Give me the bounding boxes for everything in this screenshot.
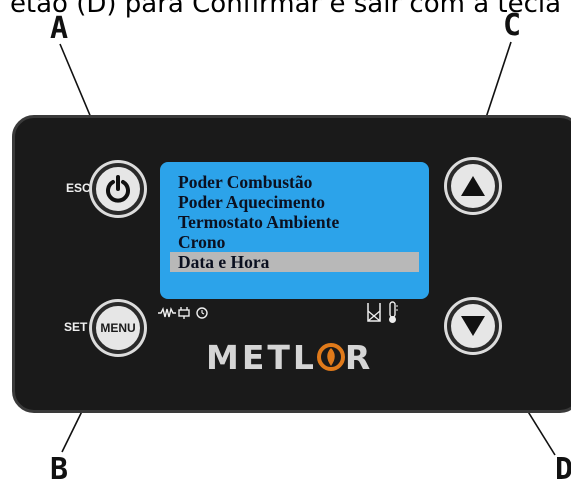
menu-item-termostato-ambiente[interactable]: Termostato Ambiente — [178, 212, 340, 232]
set-label: SET — [64, 320, 88, 334]
menu-item-poder-combustao[interactable]: Poder Combustão — [178, 172, 313, 192]
status-icons-right — [367, 301, 398, 323]
callout-d: D — [555, 452, 571, 487]
callout-a: A — [50, 11, 69, 46]
menu-item-poder-aquecimento[interactable]: Poder Aquecimento — [178, 192, 325, 212]
triangle-down-icon — [461, 316, 485, 336]
metlor-logo: METL R — [206, 338, 373, 377]
instruction-caption: etão (D) para Confirmar e sair com a tec… — [9, 0, 562, 19]
menu-button-label: MENU — [100, 321, 136, 335]
esc-label: ESC — [66, 181, 91, 195]
down-button[interactable] — [447, 300, 499, 352]
callout-b: B — [50, 452, 69, 487]
triangle-up-icon — [461, 176, 485, 196]
menu-item-crono[interactable]: Crono — [178, 232, 226, 252]
resistor-icon — [158, 306, 176, 318]
tank-icon — [367, 303, 381, 322]
brand-text-start: METL — [206, 338, 317, 377]
callout-c: C — [503, 8, 522, 43]
brand-text-end: R — [344, 338, 374, 377]
lcd-display: Poder Combustão Poder Aquecimento Termos… — [160, 162, 429, 299]
flame-o-icon — [316, 343, 345, 371]
menu-item-data-e-hora[interactable]: Data e Hora — [170, 252, 419, 272]
up-button[interactable] — [447, 160, 499, 212]
clock-icon — [196, 307, 208, 319]
power-esc-button[interactable] — [92, 163, 144, 215]
menu-set-button[interactable]: MENU — [92, 302, 144, 354]
status-icons-left — [158, 306, 208, 319]
power-icon — [106, 175, 130, 203]
thermometer-icon — [389, 301, 398, 323]
plug-icon — [178, 307, 190, 319]
